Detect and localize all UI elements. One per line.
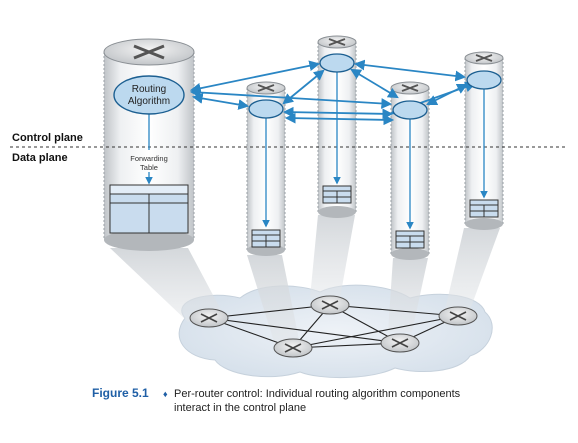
control-plane-label: Control plane	[12, 132, 83, 144]
beam-left	[110, 248, 222, 322]
forwarding-table-large	[109, 184, 189, 234]
routing-algorithm-node: Routing Algorithm	[113, 75, 185, 115]
forwarding-label-line2: Table	[140, 163, 158, 172]
forwarding-table-b	[251, 229, 281, 248]
routing-node-b	[248, 99, 284, 119]
forwarding-table-d	[395, 230, 425, 249]
routing-node-c	[319, 53, 355, 73]
routing-node-d	[392, 100, 428, 120]
beam-center	[310, 215, 355, 298]
beam-mid-right	[388, 258, 428, 332]
node-to-table-arrows	[145, 71, 488, 230]
beam-right	[445, 228, 500, 310]
control-plane-arrows	[189, 59, 477, 126]
routing-node-e	[466, 70, 502, 90]
network-router-1-icon	[189, 308, 229, 328]
caption-line2: interact in the control plane	[174, 402, 306, 414]
figure-number: Figure 5.1	[92, 386, 149, 400]
forwarding-label-line1: Forwarding	[130, 154, 168, 163]
network-router-4-icon	[273, 338, 313, 358]
network-router-5-icon	[380, 333, 420, 353]
beam-mid-left	[247, 255, 300, 345]
data-plane-label: Data plane	[12, 152, 68, 164]
network-router-3-icon	[438, 306, 478, 326]
figure-bullet: ♦	[163, 389, 168, 399]
network-router-2-icon	[310, 295, 350, 315]
routing-label-line1: Routing	[132, 84, 166, 95]
forwarding-table-c	[322, 185, 352, 204]
routing-label-line2: Algorithm	[128, 96, 170, 107]
forwarding-table-e	[469, 199, 499, 218]
caption-line1: Per-router control: Individual routing a…	[174, 388, 461, 400]
